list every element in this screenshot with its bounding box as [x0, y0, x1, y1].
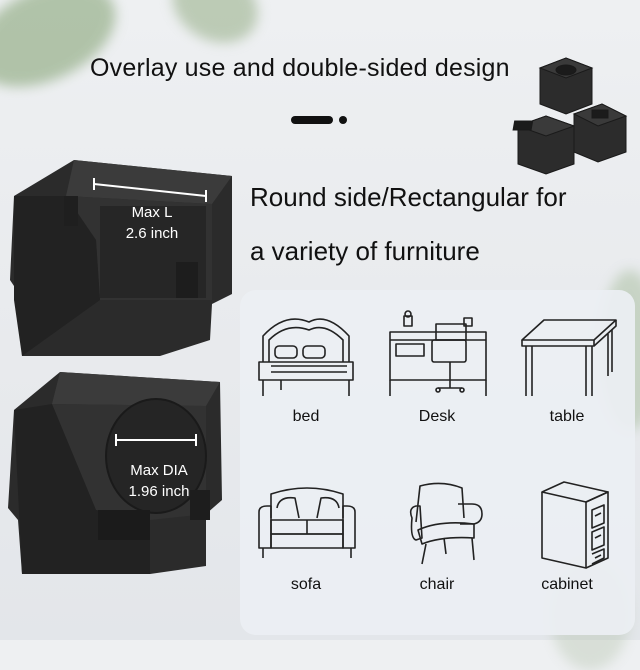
furniture-label: sofa [290, 576, 322, 593]
rectangular-dimension: Max L 2.6 inch [112, 202, 192, 244]
sofa-icon [258, 487, 356, 558]
furniture-label: cabinet [541, 576, 593, 593]
furniture-item-chair: chair [377, 478, 497, 594]
feature-line: Round side/Rectangular for [250, 182, 567, 212]
desk-icon [389, 310, 487, 396]
headline: Overlay use and double-sided design [90, 54, 510, 82]
furniture-item-table: table [507, 310, 627, 426]
rectangular-riser [10, 160, 232, 356]
feature-line: a variety of furniture [250, 236, 480, 266]
round-riser [8, 372, 222, 574]
dimension-name: Max L [131, 204, 173, 221]
furniture-item-cabinet: cabinet [507, 478, 627, 594]
furniture-item-desk: Desk [377, 310, 497, 426]
furniture-label: bed [292, 408, 320, 425]
bed-icon [258, 318, 354, 396]
round-dimension: Max DIA 1.96 inch [114, 460, 204, 502]
dimension-name: Max DIA [130, 462, 188, 479]
furniture-label: Desk [418, 408, 456, 425]
riser-blocks-image [8, 160, 232, 574]
divider-dot [339, 116, 347, 124]
stacked-risers-image [512, 57, 628, 175]
furniture-label: table [549, 408, 585, 425]
furniture-item-bed: bed [246, 310, 366, 426]
cabinet-icon [541, 481, 609, 569]
chair-icon [409, 482, 483, 565]
divider-dash [291, 116, 333, 124]
dimension-value: 2.6 inch [125, 225, 179, 242]
furniture-panel [240, 290, 635, 635]
furniture-label: chair [419, 576, 455, 593]
table-icon [521, 319, 617, 396]
dimension-value: 1.96 inch [128, 483, 190, 500]
furniture-item-sofa: sofa [246, 478, 366, 594]
